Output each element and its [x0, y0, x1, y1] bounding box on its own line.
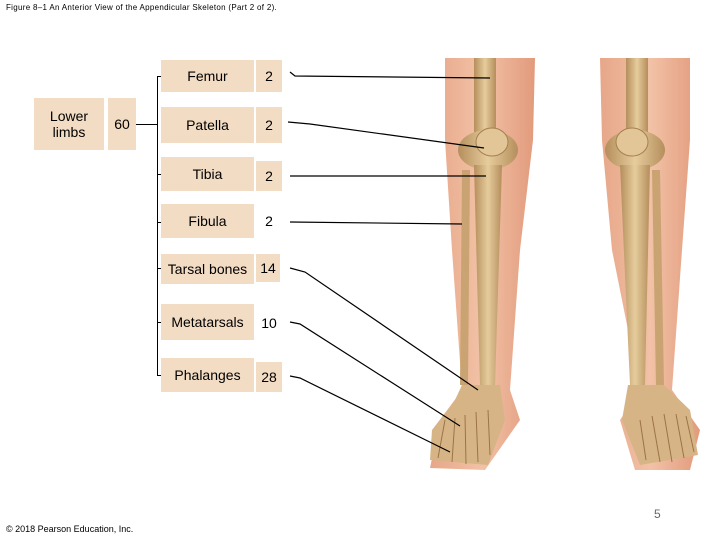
bone-name-tibia: Tibia	[161, 157, 254, 191]
femur-shape	[474, 58, 496, 138]
bone-count-metatarsals: 10	[261, 315, 277, 331]
bone-name-phalanges: Phalanges	[161, 358, 254, 392]
foot-shape-right	[622, 385, 698, 465]
femur-shape-right	[626, 58, 648, 138]
bone-count-fibula: 2	[265, 213, 273, 229]
bone-count-patella: 2	[256, 107, 282, 143]
patella-shape-right	[615, 127, 649, 157]
bracket-line	[157, 76, 158, 376]
tibia-shape	[474, 165, 502, 385]
bone-name-tarsals: Tarsal bones	[161, 254, 254, 284]
group-label: Lower limbs	[34, 98, 104, 150]
figure-caption: Figure 8–1 An Anterior View of the Appen…	[6, 3, 278, 12]
tibia-shape-right	[620, 165, 650, 385]
copyright-notice: © 2018 Pearson Education, Inc.	[6, 524, 134, 534]
fibula-shape-right	[652, 170, 664, 385]
bone-name-femur: Femur	[161, 60, 254, 92]
bone-name-patella: Patella	[161, 107, 254, 143]
bone-count-tibia: 2	[256, 161, 282, 191]
bone-count-femur: 2	[256, 60, 282, 92]
bone-name-fibula: Fibula	[161, 204, 254, 238]
group-count: 60	[108, 98, 136, 150]
patella-shape	[475, 127, 509, 157]
page-number: 5	[654, 507, 661, 521]
bone-count-tarsals: 14	[256, 254, 280, 282]
group-connector	[136, 124, 158, 125]
bone-count-phalanges: 28	[256, 362, 282, 392]
bone-name-metatarsals: Metatarsals	[161, 304, 254, 340]
